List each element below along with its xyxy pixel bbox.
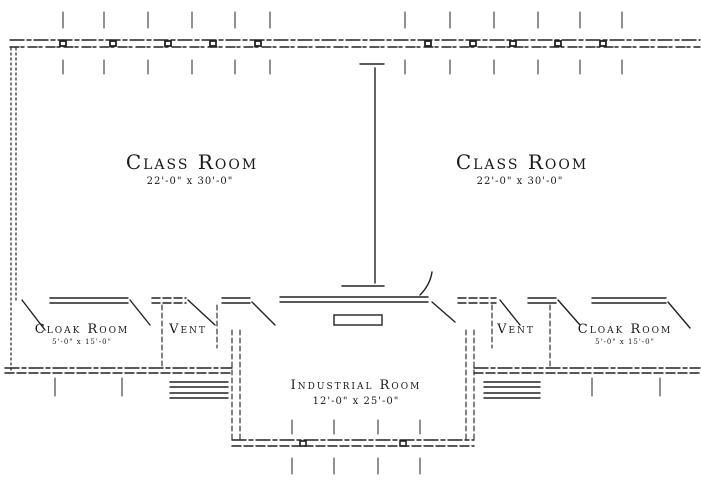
exterior-left-wall xyxy=(10,47,17,371)
vent-left-name: Vent xyxy=(169,322,207,337)
cloak-room-left-name: Cloak Room xyxy=(34,322,130,337)
class-room-left-name: Class Room xyxy=(125,150,259,174)
cloak-vent-partitions xyxy=(161,304,551,441)
industrial-room-dims: 12'-0" x 25'-0" xyxy=(312,396,400,407)
cloak-room-left-dims: 5'-0" x 15'-0" xyxy=(52,338,112,346)
vent-right-name: Vent xyxy=(497,322,535,337)
industrial-room-name: Industrial Room xyxy=(290,378,422,393)
lower-exterior-walls xyxy=(4,367,701,447)
class-room-left-dims: 22'-0" x 30'-0" xyxy=(146,176,234,187)
bottom-tick-marks xyxy=(54,377,661,475)
cloak-room-right-name: Cloak Room xyxy=(577,322,673,337)
class-room-right-dims: 22'-0" x 30'-0" xyxy=(476,176,564,187)
cloak-room-right-dims: 5'-0" x 15'-0" xyxy=(595,338,655,346)
center-partition xyxy=(341,63,433,296)
exterior-top-wall xyxy=(9,39,701,48)
corridor-wall xyxy=(21,296,691,331)
class-room-right-name: Class Room xyxy=(455,150,589,174)
top-tick-marks xyxy=(62,11,623,75)
